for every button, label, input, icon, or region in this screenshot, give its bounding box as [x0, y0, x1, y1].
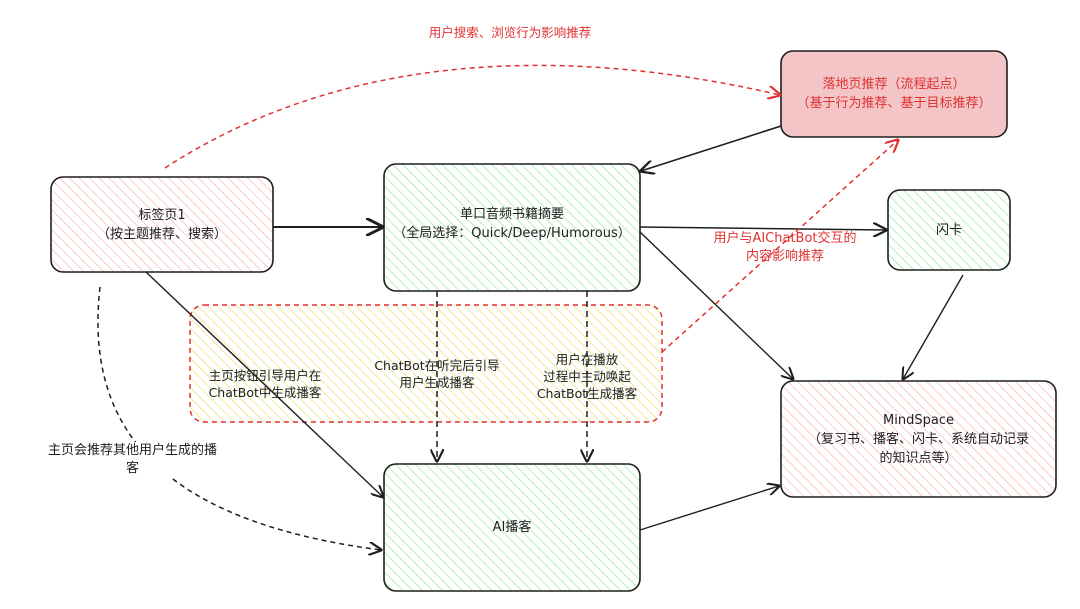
homepage-recommend-label: 主页会推荐其他用户生成的播 客: [35, 442, 230, 478]
tag-page-node: 标签页1 （按主题推荐、搜索）: [51, 177, 273, 272]
chatbot-generation-region: [189, 304, 663, 423]
mindspace-title: MindSpace: [883, 412, 954, 428]
chatbot-influence-line-1: 用户与AIChatBot交互的: [713, 231, 857, 246]
mindspace-subtitle-2: 的知识点等）: [879, 450, 958, 466]
during-play-line-1: 用户在播放: [555, 352, 619, 367]
podcast-box[interactable]: [383, 463, 641, 592]
chatbot-influence-line-2: 内容影响推荐: [745, 249, 824, 264]
arrow-summary-to-mindspace: [639, 231, 793, 379]
homepage-recommend-line-2: 客: [125, 461, 139, 476]
after-listen-line-2: 用户生成播客: [399, 375, 475, 390]
summary-title: 单口音频书籍摘要: [459, 206, 564, 222]
mindspace-node: MindSpace （复习书、播客、闪卡、系统自动记录 的知识点等）: [781, 381, 1056, 497]
mindspace-subtitle-1: （复习书、播客、闪卡、系统自动记录: [807, 431, 1029, 447]
flashcard-node: 闪卡: [888, 190, 1010, 270]
arrow-flashcard-to-mindspace: [903, 274, 964, 379]
homepage-button-label: 主页按钮引导用户在 ChatBot中生成播客: [180, 367, 350, 401]
chatbot-influence-label: 用户与AIChatBot交互的 内容影响推荐: [690, 230, 880, 266]
podcast-node: AI播客: [384, 464, 640, 591]
arrow-podcast-to-mindspace: [639, 486, 779, 531]
flashcard-box[interactable]: [887, 189, 1011, 271]
homepage-button-line-1: 主页按钮引导用户在: [208, 368, 322, 383]
tag-page-box[interactable]: [50, 176, 274, 273]
summary-node: 单口音频书籍摘要 （全局选择：Quick/Deep/Humorous）: [384, 164, 640, 291]
flashcard-title: 闪卡: [935, 222, 962, 238]
after-listen-line-1: ChatBot在听完后引导: [374, 358, 500, 373]
homepage-button-line-2: ChatBot中生成播客: [208, 385, 322, 400]
homepage-recommend-line-1: 主页会推荐其他用户生成的播: [47, 443, 217, 458]
arrow-summary-to-flashcard: [639, 227, 886, 230]
arrow-landing-to-summary: [641, 125, 782, 171]
summary-subtitle: （全局选择：Quick/Deep/Humorous）: [393, 225, 631, 241]
mindspace-box[interactable]: [780, 380, 1057, 498]
podcast-title: AI播客: [492, 520, 532, 535]
landing-page-title: 落地页推荐（流程起点）: [822, 77, 966, 92]
during-play-label: 用户在播放 过程中主动唤起 ChatBot生成播客: [517, 351, 657, 402]
landing-page-node: 落地页推荐（流程起点） （基于行为推荐、基于目标推荐）: [781, 51, 1007, 137]
landing-page-subtitle: （基于行为推荐、基于目标推荐）: [796, 96, 992, 111]
during-play-line-3: ChatBot生成播客: [536, 386, 638, 401]
arrow-tag-to-podcast: [145, 271, 383, 497]
search-influence-label: 用户搜索、浏览行为影响推荐: [428, 25, 592, 40]
arrow-search-behavior-to-landing: [164, 64, 780, 169]
tag-page-subtitle: （按主题推荐、搜索）: [96, 226, 227, 242]
arrow-chatbot-interaction-to-landing: [661, 140, 898, 353]
after-listen-label: ChatBot在听完后引导 用户生成播客: [357, 357, 517, 391]
tag-page-title: 标签页1: [138, 207, 186, 223]
during-play-line-2: 过程中主动唤起: [543, 369, 631, 384]
